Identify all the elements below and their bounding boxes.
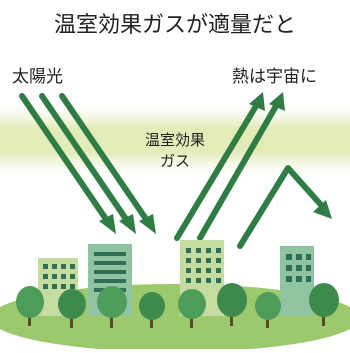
sun-arrow-icon xyxy=(39,93,136,234)
tree-icon xyxy=(255,292,281,328)
tree-icon xyxy=(217,283,247,326)
gas-label-line1: 温室効果 xyxy=(145,131,205,149)
diagram-title: 温室効果ガスが適量だと xyxy=(54,13,296,38)
heat-arrow-icon xyxy=(197,92,285,241)
gas-label-line2: ガス xyxy=(160,152,190,170)
sun-arrow-icon xyxy=(59,93,156,234)
heat-to-space-label: 熱は宇宙に xyxy=(232,67,317,87)
sunlight-label: 太陽光 xyxy=(12,67,63,87)
building-icon xyxy=(280,246,314,316)
sun-arrow-icon xyxy=(19,93,116,234)
tree-icon xyxy=(139,292,165,328)
heat-arrow-icon xyxy=(174,92,265,241)
tree-icon xyxy=(16,286,44,326)
tree-icon xyxy=(97,286,127,328)
tree-icon xyxy=(58,289,86,328)
tree-icon xyxy=(178,289,206,328)
greenhouse-gas-band xyxy=(0,100,350,180)
tree-icon xyxy=(309,283,339,326)
heat-arrow-icon xyxy=(237,165,332,249)
